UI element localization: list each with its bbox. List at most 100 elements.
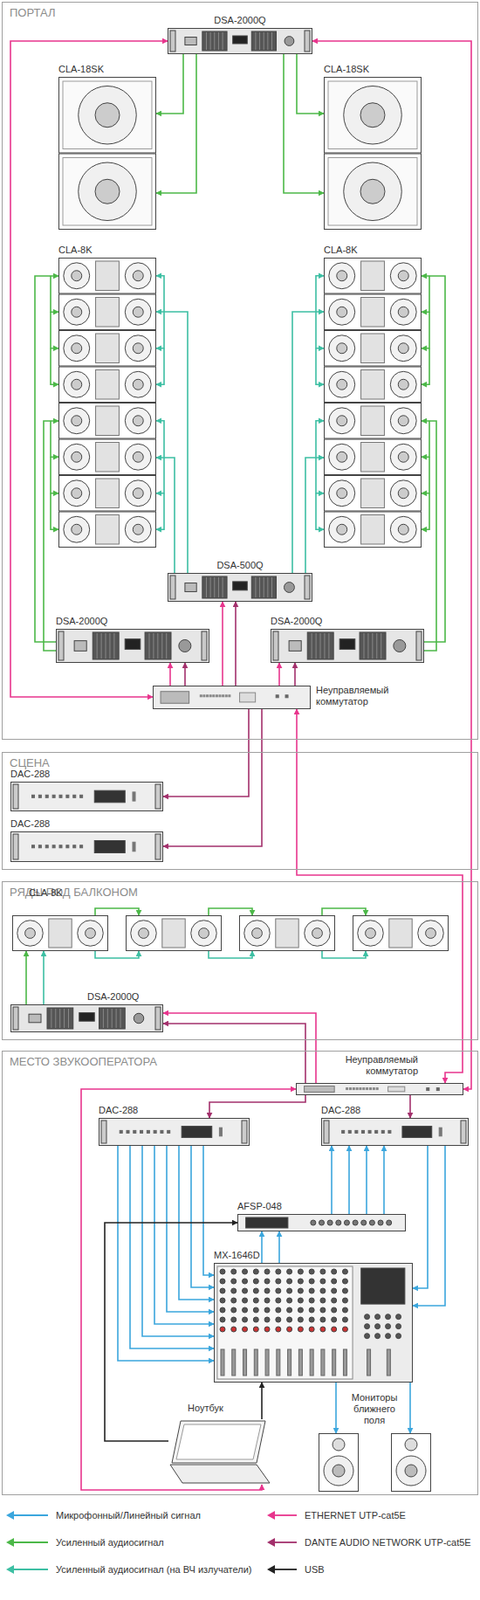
line-part (273, 1567, 297, 1570)
rect-part (59, 294, 157, 330)
rect-part (48, 918, 72, 947)
rect-part (324, 153, 422, 230)
rect-part (460, 1119, 467, 1143)
circle-part (329, 335, 356, 362)
rect-part (381, 1129, 384, 1132)
rect-part (246, 1216, 288, 1228)
signal-connector (117, 1145, 214, 1360)
rect-part (321, 1348, 325, 1375)
polygon-part (176, 1423, 261, 1459)
rect-part (240, 915, 336, 951)
signal-connector (203, 1145, 214, 1275)
circle-part (310, 1219, 316, 1225)
line-part (210, 576, 212, 597)
line-part (254, 576, 256, 597)
circle-part (320, 1268, 326, 1274)
circle-part (71, 306, 83, 317)
signal-connector (163, 708, 249, 796)
circle-part (63, 407, 90, 434)
line-part (210, 32, 212, 50)
rect-part (52, 844, 55, 848)
rect-part (436, 1087, 439, 1091)
circle-part (323, 1454, 354, 1485)
rect-part (271, 629, 425, 663)
rect-part (160, 1129, 164, 1132)
rect-part (324, 258, 422, 295)
signal-connector (130, 1145, 214, 1348)
signal-connector (421, 275, 446, 642)
rect-part (389, 918, 412, 947)
rect-part (202, 576, 227, 598)
rect-part (59, 511, 157, 548)
circle-part (329, 370, 356, 398)
rect-part (324, 438, 422, 475)
dante-converter: DAC-288 (10, 781, 164, 811)
equipment-drawing (168, 1418, 271, 1484)
circle-part (252, 927, 263, 939)
circle-part (231, 1296, 237, 1303)
line-part (113, 632, 115, 659)
rect-part (96, 514, 120, 545)
signal-connector (163, 1022, 306, 1083)
circle-part (132, 415, 144, 426)
rect-part (276, 1348, 281, 1375)
subwoofer-stack: CLA-18SK (323, 76, 422, 230)
rect-part (167, 1129, 171, 1132)
rect-part (304, 1085, 336, 1092)
circle-part (71, 523, 83, 535)
equipment-drawing (213, 1261, 413, 1382)
rect-part (168, 573, 313, 602)
rect-part (146, 1129, 150, 1132)
circle-part (308, 1325, 315, 1331)
rect-part (220, 1348, 225, 1375)
network-switch: Неуправляемый коммутатор (295, 1082, 464, 1095)
rect-part (322, 1117, 469, 1146)
rect-part (361, 297, 385, 328)
circle-part (132, 270, 144, 282)
signal-connector (294, 662, 296, 686)
rect-part (66, 794, 69, 797)
rect-part (288, 640, 302, 652)
rect-part (368, 1129, 371, 1132)
line-part (157, 632, 158, 659)
circle-part (198, 927, 210, 939)
signal-connector (409, 1094, 412, 1118)
line-part (54, 1008, 56, 1028)
circle-part (390, 335, 417, 362)
rect-part (219, 694, 221, 697)
rect-part (369, 1087, 371, 1090)
rect-part (215, 694, 218, 697)
circle-part (124, 335, 151, 362)
circle-part (360, 178, 385, 204)
circle-part (336, 270, 348, 282)
line-part (205, 32, 207, 50)
circle-part (336, 306, 348, 317)
line-part (218, 576, 220, 597)
circle-part (287, 1296, 293, 1303)
line-part (263, 32, 265, 50)
rect-part (275, 918, 299, 947)
circle-part (390, 262, 417, 289)
rect-part (324, 403, 422, 439)
circle-part (342, 1306, 348, 1312)
line-part (213, 32, 215, 50)
rect-part (361, 442, 385, 473)
circle-part (320, 1296, 326, 1303)
circle-part (297, 1268, 303, 1274)
device-label: MX-1646D (213, 1248, 261, 1261)
circle-part (253, 1316, 259, 1322)
rect-part (132, 791, 136, 801)
signal-connector (10, 41, 168, 697)
circle-part (342, 1277, 348, 1283)
circle-part (352, 1219, 358, 1225)
legend-swatch (266, 1507, 298, 1522)
rect-part (96, 442, 120, 473)
circle-part (320, 1277, 326, 1283)
rect-part (168, 28, 313, 55)
rect-part (11, 781, 164, 811)
equipment-drawing (10, 781, 164, 811)
circle-part (397, 270, 409, 282)
rect-part (80, 794, 83, 797)
line-part (63, 1008, 65, 1028)
device-label: DSA-2000Q (270, 615, 323, 627)
